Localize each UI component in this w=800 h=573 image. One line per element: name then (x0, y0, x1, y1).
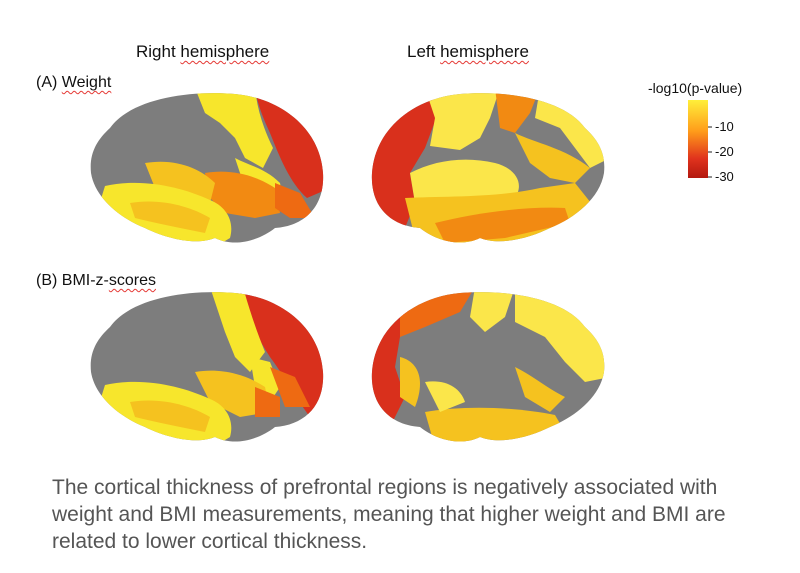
region-gold (425, 407, 565, 442)
figure-caption: The cortical thickness of prefrontal reg… (52, 476, 726, 553)
region-gold (195, 370, 270, 417)
right-hemisphere-header: Right hemisphere (136, 42, 269, 62)
region-orange (435, 207, 570, 243)
right-header-prefix: Right (136, 42, 181, 61)
region-gold (130, 201, 210, 233)
region-orange (205, 171, 280, 218)
region-yellow (195, 93, 273, 168)
legend-tick-30: -30 (715, 169, 734, 184)
panel-a-prefix: (A) (36, 74, 62, 91)
region-gold (515, 133, 590, 183)
region-dark-orange (270, 367, 310, 407)
region-dark-orange (255, 387, 280, 417)
brain-weight-right-hemisphere (90, 93, 324, 243)
region-gold (515, 367, 565, 412)
brain-weight-left-hemisphere (371, 93, 605, 243)
region-light-yellow (425, 93, 500, 150)
region-dark-orange (275, 183, 315, 218)
left-header-word: hemisphere (440, 42, 529, 61)
legend-title: -log10(p-value) (648, 80, 743, 96)
region-light-yellow (470, 292, 515, 332)
left-header-prefix: Left (407, 42, 441, 61)
left-hemisphere-header: Left hemisphere (407, 42, 529, 62)
legend-tick-20: -20 (715, 144, 734, 159)
legend-tick-10: -10 (715, 119, 734, 134)
region-light-yellow (425, 381, 465, 412)
region-orange (495, 93, 540, 133)
legend-colorbar (688, 100, 712, 178)
brain-bmi-right-hemisphere (90, 292, 324, 442)
panel-b-word: scores (108, 272, 156, 289)
panel-a-label: (A) Weight (36, 74, 111, 92)
right-header-word: hemisphere (180, 42, 270, 61)
region-light-yellow (410, 159, 519, 203)
brain-bmi-left-hemisphere (371, 292, 605, 442)
region-gold (400, 357, 420, 407)
region-yellow (210, 292, 265, 372)
legend-gradient (688, 100, 708, 178)
region-gold (145, 161, 215, 203)
region-gold (130, 400, 210, 432)
panel-a-word: Weight (61, 74, 112, 91)
panel-b-label: (B) BMI-z-scores (36, 272, 156, 290)
panel-b-prefix: (B) BMI-z- (36, 272, 109, 289)
